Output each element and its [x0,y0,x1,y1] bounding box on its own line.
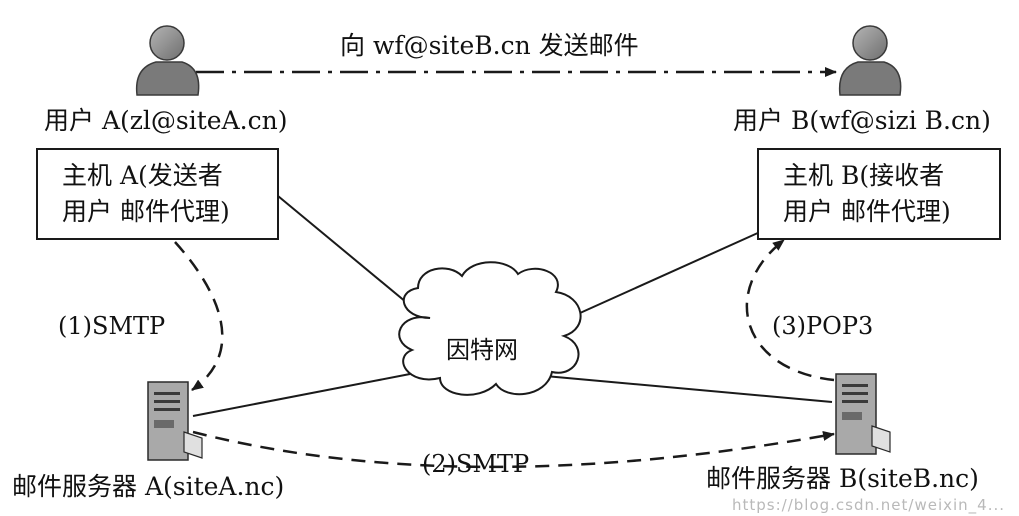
internet-label: 因特网 [446,336,518,364]
user-icon [135,25,200,96]
top-message-label: 向 wf@siteB.cn 发送邮件 [340,31,639,60]
host-b-line1: 主机 B(接收者 [783,161,945,190]
step1-label: (1)SMTP [58,312,166,340]
smtp-arrow-2 [192,430,835,469]
user-b-label: 用户 B(wf@sizi B.cn) [733,106,991,135]
pop3-arrow-3 [745,239,835,382]
link-host-a-internet [277,195,419,313]
protocol-arrows [174,239,835,469]
server-icon [147,381,203,461]
link-server-a-internet [192,373,411,417]
cloud-icon [398,261,582,396]
server-a-label: 邮件服务器 A(siteA.nc) [12,472,285,501]
host-b-line2: 用户 邮件代理) [783,197,951,226]
network-links [192,195,833,417]
link-host-b-internet [559,231,761,323]
host-a-line1: 主机 A(发送者 [62,161,223,190]
host-a-line2: 用户 邮件代理) [62,197,230,226]
server-b-label: 邮件服务器 B(siteB.nc) [706,464,979,493]
step3-label: (3)POP3 [772,312,874,340]
watermark-text: https://blog.csdn.net/weixin_4... [732,496,1006,514]
user-a-label: 用户 A(zl@siteA.cn) [44,106,288,135]
host-a-box: 主机 A(发送者 用户 邮件代理) [36,148,279,240]
host-b-box: 主机 B(接收者 用户 邮件代理) [757,148,1001,240]
server-icon [835,373,891,455]
step2-label: (2)SMTP [422,450,530,478]
user-icon [838,25,902,96]
smtp-arrow-1 [174,241,224,392]
link-server-b-internet [544,375,833,403]
